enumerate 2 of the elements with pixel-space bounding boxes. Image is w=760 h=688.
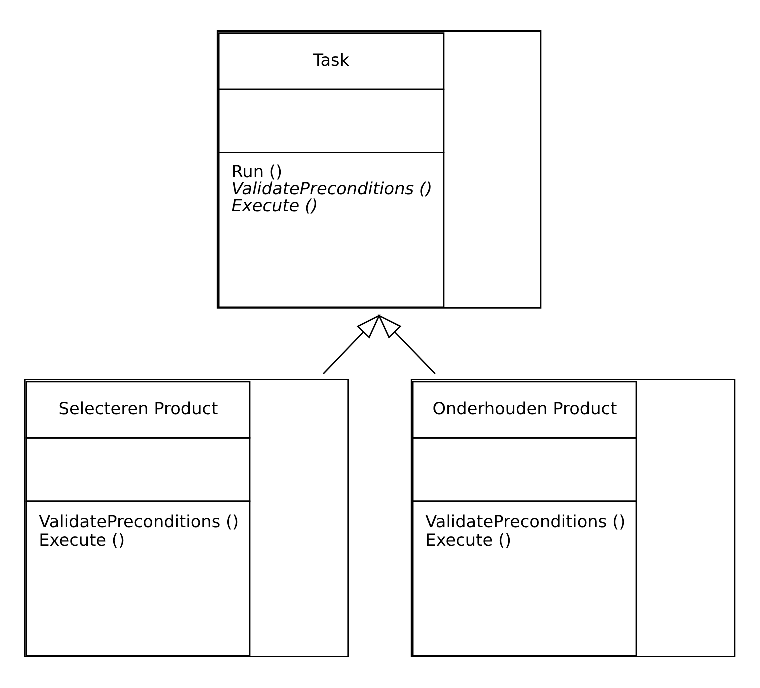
arrow — [378, 314, 436, 375]
arrow — [323, 314, 381, 375]
